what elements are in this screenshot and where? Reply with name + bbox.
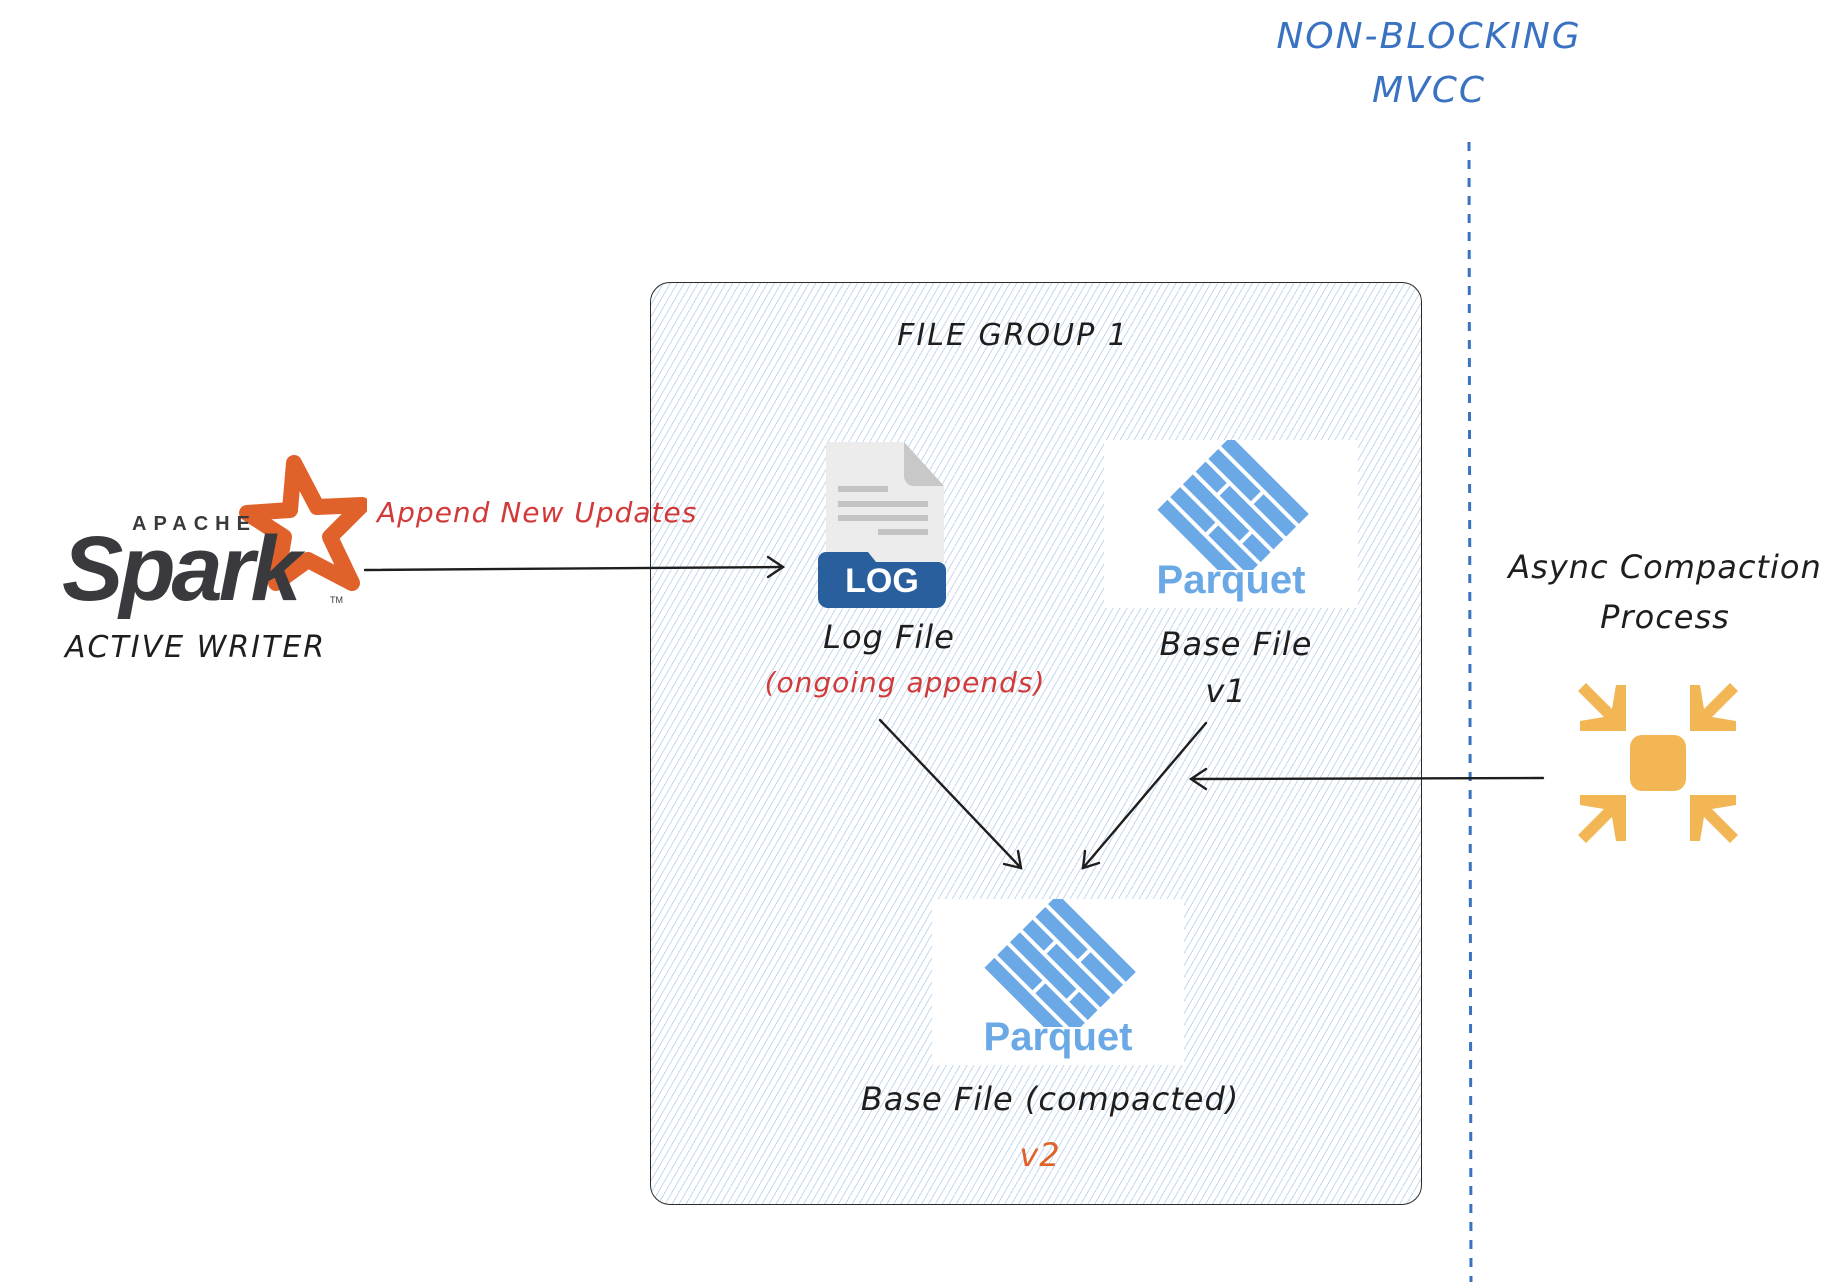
spark-logo: APACHE Spark TM <box>62 455 370 620</box>
spark-word-text: Spark <box>62 518 302 620</box>
parquet-tiles-icon <box>1157 440 1309 570</box>
spark-star-icon <box>239 455 370 591</box>
append-updates-label: Append New Updates <box>377 496 698 529</box>
mvcc-title-line2: MVCC <box>1372 70 1486 111</box>
compress-arrows-icon <box>1576 681 1740 845</box>
parquet-brand-text: Parquet <box>983 1015 1133 1059</box>
file-group-title: FILE GROUP 1 <box>897 318 1129 353</box>
log-file-sublabel: (ongoing appends) <box>764 666 1046 699</box>
parquet-logo-v1: Parquet <box>1104 440 1358 608</box>
parquet-logo-v2: Parquet <box>932 899 1184 1065</box>
append-arrow <box>363 555 786 579</box>
log-file-icon: LOG <box>818 442 946 608</box>
spark-apache-text: APACHE <box>132 513 257 535</box>
parquet-tiles-icon <box>984 899 1136 1027</box>
log-badge-text: LOG <box>845 562 919 600</box>
spark-tm-text: TM <box>330 595 343 605</box>
log-file-label: Log File <box>823 618 955 656</box>
mvcc-title-line1: NON-BLOCKING <box>1276 16 1582 57</box>
compaction-label-line2: Process <box>1600 598 1730 636</box>
base-file-v1-label: Base File <box>1159 625 1313 663</box>
file-group-container <box>650 282 1422 1205</box>
compaction-arrow <box>1188 767 1545 791</box>
base-file-v2-version: v2 <box>1019 1136 1061 1174</box>
log-to-compacted-arrow <box>878 718 1023 870</box>
active-writer-label: ACTIVE WRITER <box>65 630 327 665</box>
compaction-label-line1: Async Compaction <box>1508 548 1822 586</box>
base-to-compacted-arrow <box>1081 721 1208 870</box>
parquet-brand-text: Parquet <box>1156 558 1306 602</box>
base-file-v2-label: Base File (compacted) <box>860 1080 1240 1118</box>
mvcc-divider-line <box>1467 141 1473 1283</box>
base-file-v1-version: v1 <box>1205 672 1247 710</box>
